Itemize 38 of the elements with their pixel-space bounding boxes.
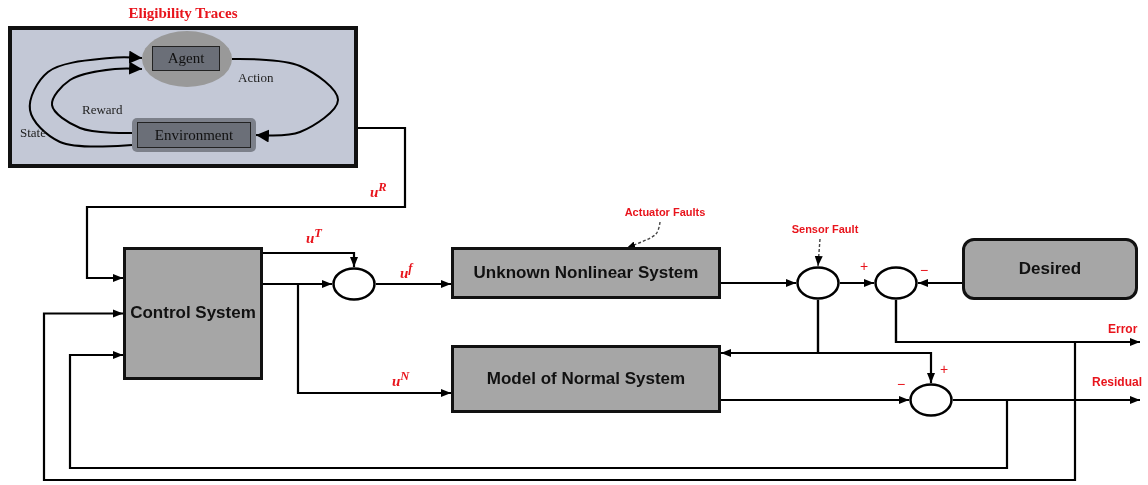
sign-label: + (860, 258, 869, 274)
edge-label: Action (238, 70, 274, 86)
signal-label: u$^{N}$ (392, 369, 410, 390)
arrow (721, 279, 796, 287)
arrow (85, 126, 407, 282)
sign-label: − (920, 262, 929, 278)
fault-label: Actuator Faults (610, 206, 720, 222)
arrow (918, 279, 962, 287)
heading: Eligibility Traces (127, 5, 239, 22)
arrow (816, 300, 935, 383)
arrow (42, 300, 1077, 482)
arrow (68, 351, 1009, 470)
environment-label: Environment (137, 122, 251, 148)
process-box: Desired (962, 238, 1138, 300)
arrow (376, 280, 451, 288)
edge-label: Reward (82, 102, 123, 118)
edge-label: State (20, 125, 46, 141)
arrow (263, 251, 358, 267)
signal-label: u$^{R}$ (370, 180, 387, 201)
arrow (721, 396, 909, 404)
dashed-arrow (814, 238, 823, 267)
curved-arrow (231, 57, 339, 143)
process-box: Model of Normal System (451, 345, 721, 413)
arrow (840, 279, 874, 287)
signal-label: u$^{f}$ (400, 261, 413, 282)
output-label: Residual (1092, 375, 1142, 389)
agent-label: Agent (152, 46, 220, 71)
output-label: Error (1108, 322, 1138, 336)
curved-arrow (28, 50, 143, 148)
sign-label: + (940, 361, 949, 377)
process-box: Unknown Nonlinear System (451, 247, 721, 299)
sign-label: − (897, 376, 906, 392)
signal-label: u$^{T}$ (306, 226, 322, 247)
arrow (263, 282, 451, 397)
process-box: Control System (123, 247, 263, 380)
curved-arrow (50, 61, 143, 135)
fault-label: Sensor Fault (780, 223, 870, 239)
dashed-arrow (627, 221, 661, 249)
